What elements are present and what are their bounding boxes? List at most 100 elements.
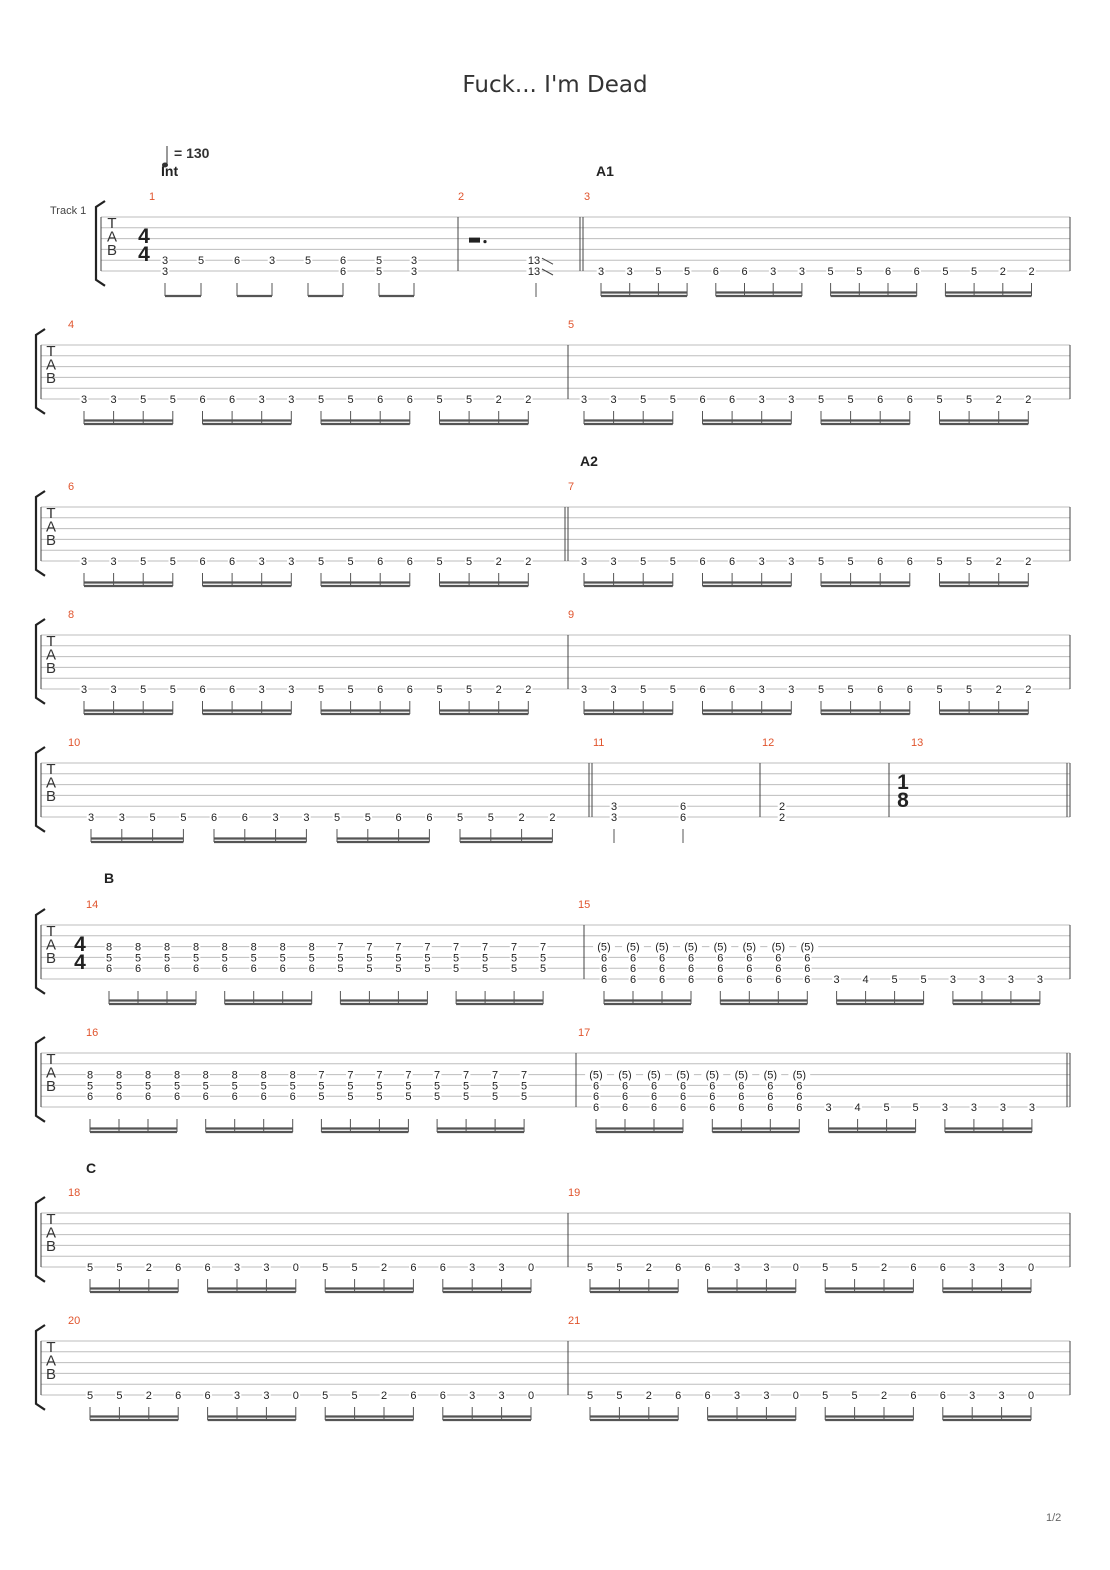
fret-number: 5 bbox=[347, 1080, 353, 1092]
fret-number: 6 bbox=[738, 1091, 744, 1103]
fret-number-backdrop bbox=[1024, 393, 1033, 405]
fret-number-backdrop bbox=[935, 555, 944, 567]
fret-number-backdrop bbox=[1027, 1101, 1037, 1113]
fret-number: 6 bbox=[688, 974, 694, 986]
fret-number-backdrop bbox=[404, 1091, 413, 1102]
fret-number-backdrop bbox=[948, 973, 958, 985]
fret-number-backdrop bbox=[850, 1261, 859, 1273]
fret-number-backdrop bbox=[678, 1080, 688, 1091]
fret-number: 6 bbox=[729, 556, 735, 568]
fret-number-backdrop bbox=[461, 1069, 471, 1081]
fret-number-backdrop bbox=[875, 555, 885, 567]
fret-number-backdrop bbox=[404, 1080, 413, 1091]
fret-number: 8 bbox=[135, 942, 141, 954]
fret-number: 2 bbox=[646, 1262, 652, 1274]
fret-number: 6 bbox=[175, 1262, 181, 1274]
fret-number: 2 bbox=[381, 1262, 387, 1274]
fret-number: 2 bbox=[996, 684, 1002, 696]
fret-number: 5 bbox=[457, 812, 463, 824]
fret-number-backdrop bbox=[774, 952, 783, 963]
fret-number: 5 bbox=[424, 963, 430, 975]
fret-number-backdrop bbox=[678, 811, 688, 823]
fret-number-backdrop bbox=[405, 555, 415, 567]
fret-number-backdrop bbox=[79, 555, 89, 567]
fret-number-backdrop bbox=[846, 555, 855, 567]
fret-number-backdrop bbox=[259, 1080, 268, 1091]
fret-number: 3 bbox=[759, 394, 765, 406]
fret-number-backdrop bbox=[919, 973, 928, 985]
fret-number: 6 bbox=[145, 1091, 151, 1103]
fret-number: 6 bbox=[377, 394, 383, 406]
fret-number-backdrop bbox=[375, 1091, 384, 1102]
fret-number-backdrop bbox=[464, 393, 474, 405]
fret-number-backdrop bbox=[727, 555, 737, 567]
fret-number-backdrop bbox=[716, 973, 725, 985]
fret-number-backdrop bbox=[486, 811, 496, 823]
measure-number: 5 bbox=[568, 319, 574, 331]
fret-number: 3 bbox=[81, 684, 87, 696]
measure-number: 9 bbox=[568, 609, 574, 621]
fret-number: 8 bbox=[222, 942, 228, 954]
fret-number: 7 bbox=[482, 942, 488, 954]
fret-number: 5 bbox=[966, 556, 972, 568]
fret-number: 6 bbox=[410, 1262, 416, 1274]
fret-number: 2 bbox=[646, 1390, 652, 1402]
fret-number: 6 bbox=[622, 1091, 628, 1103]
fret-number: 6 bbox=[877, 394, 883, 406]
measure-number: 15 bbox=[578, 899, 590, 911]
fret-number: 7 bbox=[318, 1070, 324, 1082]
fret-number: 6 bbox=[699, 684, 705, 696]
fret-number: 6 bbox=[135, 963, 141, 975]
fret-number: 5 bbox=[818, 556, 824, 568]
fret-number-backdrop bbox=[379, 1389, 389, 1401]
fret-number-backdrop bbox=[622, 941, 644, 953]
fret-number-backdrop bbox=[596, 265, 606, 277]
fret-number-backdrop bbox=[435, 555, 444, 567]
fret-number-backdrop bbox=[708, 1101, 717, 1113]
fret-number-backdrop bbox=[509, 952, 519, 963]
fret-number: 6 bbox=[630, 963, 636, 975]
page-number: 1/2 bbox=[1046, 1512, 1062, 1524]
fret-number-backdrop bbox=[850, 1389, 859, 1401]
fret-number: 6 bbox=[199, 394, 205, 406]
fret-number-backdrop bbox=[803, 952, 812, 963]
fret-number-backdrop bbox=[209, 811, 219, 823]
fret-number: 2 bbox=[881, 1390, 887, 1402]
fret-number-backdrop bbox=[879, 1389, 889, 1401]
fret-number-backdrop bbox=[628, 973, 638, 985]
fret-number: 6 bbox=[907, 556, 913, 568]
fret-number: 5 bbox=[170, 556, 176, 568]
fret-number-backdrop bbox=[374, 265, 384, 277]
fret-number: 3 bbox=[734, 1262, 740, 1274]
fret-number-backdrop bbox=[203, 1389, 212, 1401]
tab-clef-letter: B bbox=[46, 532, 56, 549]
fret-number-backdrop bbox=[774, 973, 783, 985]
fret-number-backdrop bbox=[686, 973, 696, 985]
measure-number: 20 bbox=[68, 1315, 80, 1327]
fret-number: 5 bbox=[322, 1262, 328, 1274]
measure-number: 8 bbox=[68, 609, 74, 621]
fret-number: 5 bbox=[848, 684, 854, 696]
fret-number-backdrop bbox=[519, 1080, 529, 1091]
fret-number-backdrop bbox=[404, 1069, 413, 1081]
fret-number-backdrop bbox=[738, 941, 761, 953]
fret-number: 6 bbox=[746, 952, 752, 964]
fret-number-backdrop bbox=[461, 1091, 471, 1102]
fret-number: 7 bbox=[540, 942, 546, 954]
tab-clef-letter: T bbox=[107, 215, 116, 232]
fret-number: 7 bbox=[521, 1070, 527, 1082]
fret-number: 3 bbox=[759, 684, 765, 696]
fret-number: (5) bbox=[618, 1070, 631, 1082]
fret-number: 13 bbox=[528, 266, 540, 278]
tab-clef-letter: B bbox=[46, 1078, 56, 1095]
fret-number-backdrop bbox=[638, 555, 648, 567]
fret-number-backdrop bbox=[494, 683, 503, 695]
fret-number: 3 bbox=[759, 556, 765, 568]
fret-number-backdrop bbox=[609, 811, 619, 823]
fret-number: 5 bbox=[670, 556, 676, 568]
fret-number-backdrop bbox=[767, 941, 790, 953]
fret-number: 8 bbox=[280, 942, 286, 954]
fret-number: 5 bbox=[482, 952, 488, 964]
fret-number: 5 bbox=[966, 684, 972, 696]
fret-number: 5 bbox=[822, 1262, 828, 1274]
